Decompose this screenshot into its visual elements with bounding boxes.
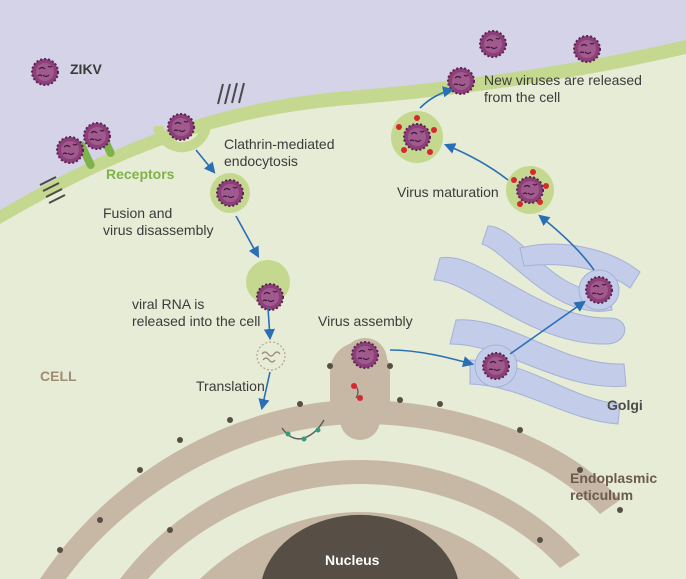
label-endocytosis: Clathrin-mediated endocytosis: [224, 136, 335, 169]
label-translation: Translation: [196, 378, 265, 394]
virus-icon: [167, 113, 195, 141]
ribosome-icon: [281, 419, 325, 442]
label-receptors: Receptors: [106, 166, 175, 182]
rna-icon: [256, 341, 286, 371]
label-er: Endoplasmic reticulum: [570, 470, 658, 503]
label-release: New viruses are released from the cell: [484, 72, 642, 105]
virus-icon: [56, 136, 84, 164]
label-nucleus: Nucleus: [325, 552, 380, 568]
virus-icon: [256, 283, 284, 311]
virus-icon: [482, 352, 510, 380]
virus-icon: [403, 123, 431, 151]
nucleus: [262, 514, 458, 579]
virus-icon: [83, 122, 111, 150]
virus-icon: [479, 30, 507, 58]
virus-icon: [516, 176, 544, 204]
label-cell: CELL: [40, 368, 77, 384]
endocytic-pit: [153, 119, 212, 153]
virus-icon: [31, 58, 59, 86]
virus-icon: [351, 341, 379, 369]
label-golgi: Golgi: [607, 397, 643, 413]
label-assembly: Virus assembly: [318, 313, 413, 329]
label-rna-release: viral RNA is released into the cell: [132, 296, 261, 329]
label-zikv: ZIKV: [70, 61, 102, 77]
virus-icon: [585, 276, 613, 304]
virus-icon: [573, 35, 601, 63]
label-fusion: Fusion and virus disassembly: [103, 205, 214, 238]
virus-icon: [216, 179, 244, 207]
label-maturation: Virus maturation: [397, 184, 499, 200]
